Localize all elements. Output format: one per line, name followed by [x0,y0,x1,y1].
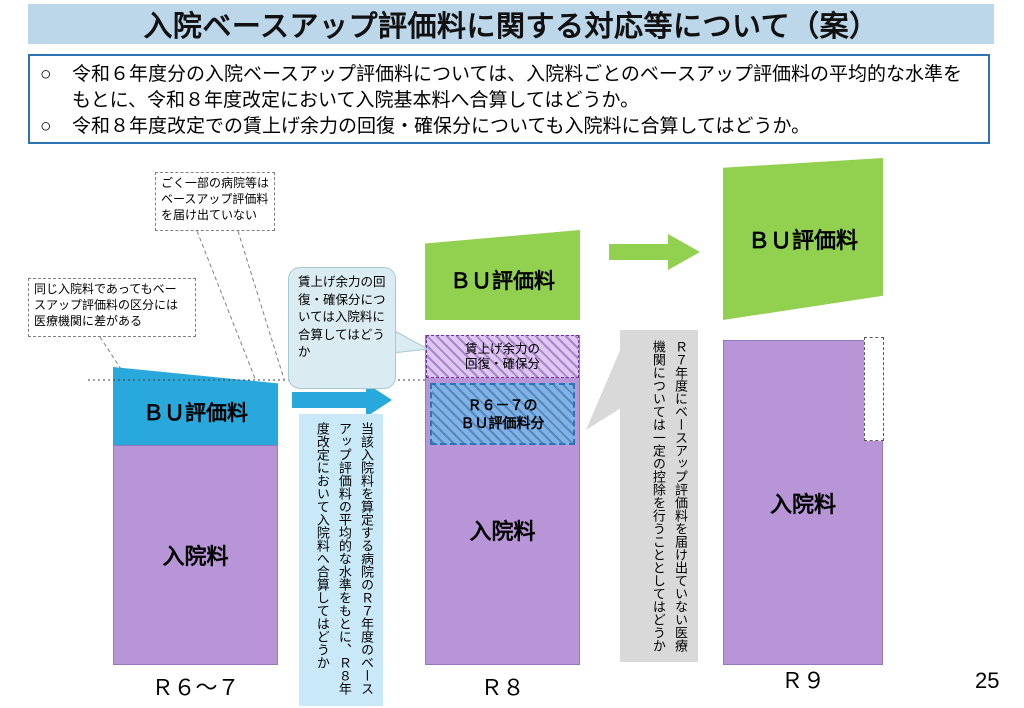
axis-label-r8: Ｒ８ [480,675,525,700]
callout-no-report: ごく一部の病院等は ベースアップ評価料 を届け出ていない [155,172,275,231]
green-right-arrow-icon [609,234,700,270]
bullet-marker: ○ [40,64,52,85]
r8-bu-portion-box: Ｒ６－７の ＢＵ評価料分 [430,383,575,445]
r67-bu-label: ＢＵ評価料 [143,402,248,425]
leader-line [99,336,122,370]
summary-box: ○ 令和６年度分の入院ベースアップ評価料については、入院料ごとのベースアップ評価… [28,54,990,144]
bullet-marker: ○ [40,116,52,138]
axis-label-r9: Ｒ９ [780,668,825,693]
r8-bu-portion-label: Ｒ６－７の ＢＵ評価料分 [460,396,545,431]
page-number: 25 [975,668,1000,693]
r9-deduction-notch [864,337,884,441]
page-title: 入院ベースアップ評価料に関する対応等について（案） [28,4,994,44]
gray-callout-tail [586,348,621,430]
summary-bullet-1: ○ 令和６年度分の入院ベースアップ評価料については、入院料ごとのベースアップ評価… [40,62,978,114]
bullet-text: 令和６年度分の入院ベースアップ評価料については、入院料ごとのベースアップ評価料の… [72,64,962,112]
r9-bu-label: ＢＵ評価料 [747,228,858,253]
r9-bu-box: ＢＵ評価料 [723,158,883,320]
r67-base-label: 入院料 [162,544,229,569]
callout-variation: 同じ入院料であってもベー スアップ評価料の区分には 医療機関に差がある [28,278,196,337]
r8-strip-label: 賃上げ余力の 回復・確保分 [464,341,540,371]
leader-line [196,230,257,382]
leader-line [237,230,285,380]
callout-wage-room: 賃上げ余力の回 復・確保分につ いては入院料に 合算してはどう か [288,267,396,389]
r9-base-label: 入院料 [769,491,836,517]
r67-base-bar: 入院料 [113,445,278,665]
axis-label-r67: Ｒ６～７ [151,675,240,700]
r8-base-label: 入院料 [469,519,536,544]
teal-callout-tail [392,329,430,354]
bullet-text: 令和８年度改定での賃上げ余力の回復・確保分についても入院料に合算してはどうか。 [72,116,811,138]
r9-base-bar: 入院料 [723,340,883,665]
r67-bu-box: ＢＵ評価料 [113,367,278,445]
r8-wage-room-strip: 賃上げ余力の 回復・確保分 [426,335,579,378]
note-r9-deduction: Ｒ７年度にベースアップ評価料を届け出ていない医療機関については一定の控除を行うこ… [620,330,698,662]
note-r8-process: 当該入院料を算定する病院のＲ７年度のベースアップ評価料の平均的な水準をもとに、Ｒ… [299,414,383,706]
r8-bu-label: ＢＵ評価料 [450,270,555,293]
summary-bullet-2: ○ 令和８年度改定での賃上げ余力の回復・確保分についても入院料に合算してはどうか… [40,114,978,140]
r8-bu-box: ＢＵ評価料 [425,230,580,320]
